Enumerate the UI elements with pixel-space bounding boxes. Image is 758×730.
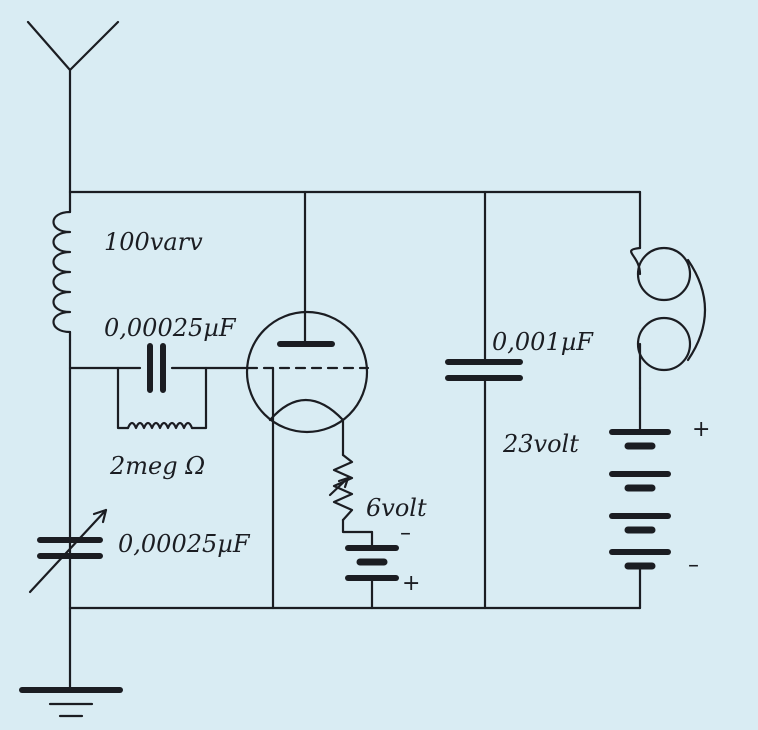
vacuum-tube — [245, 310, 370, 434]
tuning-capacitor-label: 0,00025µF — [118, 530, 251, 558]
filament-minus-sign: – — [400, 521, 411, 546]
anode-battery — [609, 429, 671, 570]
filament-plus-sign: + — [402, 571, 420, 596]
bypass-capacitor — [445, 359, 523, 381]
anode-plus-sign: + — [692, 417, 710, 442]
ground-symbol — [19, 687, 123, 718]
circuit-wires — [68, 190, 642, 692]
grid-resistor-label: 2meg Ω — [109, 452, 205, 480]
grid-capacitor-label: 0,00025µF — [104, 314, 237, 342]
tuning-coil — [52, 190, 72, 342]
headphones — [630, 246, 706, 390]
anode-minus-sign: – — [688, 553, 699, 578]
bypass-capacitor-label: 0,001µF — [492, 328, 594, 356]
filament-battery — [345, 545, 399, 581]
grid-leak-resistor — [126, 421, 194, 430]
anode-battery-label: 23volt — [502, 430, 579, 458]
antenna-symbol — [26, 20, 120, 194]
coil-label: 100varv — [104, 228, 203, 256]
tuning-variable-capacitor — [28, 508, 108, 594]
grid-capacitor — [147, 343, 166, 393]
filament-rheostat — [328, 453, 354, 522]
filament-battery-label: 6volt — [366, 494, 427, 522]
